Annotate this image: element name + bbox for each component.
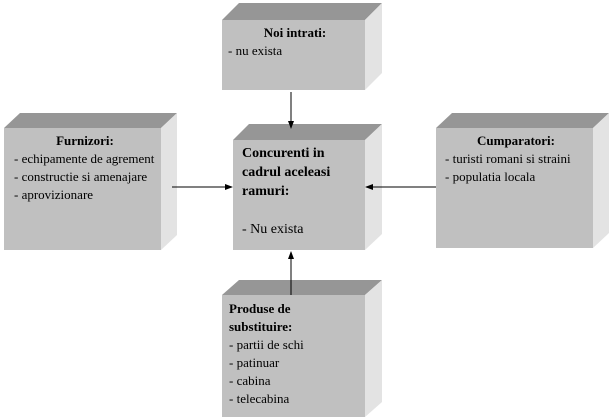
box-competitors-shape xyxy=(233,124,382,250)
box-item: - partii de schi xyxy=(229,337,304,352)
box-suppliers-shape xyxy=(4,113,177,250)
box-item: - Nu exista xyxy=(242,222,304,237)
box-item: - telecabina xyxy=(229,391,290,406)
box-item: - echipamente de agrement xyxy=(14,151,155,166)
box-title: Concurenti in cadrul aceleasi ramuri: xyxy=(242,146,331,199)
box-substitutes: Produse de substituire: - partii de schi… xyxy=(229,300,344,408)
box-suppliers: Furnizori: - echipamente de agrement - c… xyxy=(14,132,156,204)
box-competitors: Concurenti in cadrul aceleasi ramuri: - … xyxy=(242,144,362,239)
box-new-entrants: Noi intrati: - nu exista xyxy=(228,24,362,60)
box-item: - cabina xyxy=(229,373,271,388)
box-title: Produse de substituire: xyxy=(229,301,293,334)
box-item: - turisti romani si straini xyxy=(445,151,571,166)
box-title: Furnizori: xyxy=(56,133,114,148)
box-buyers-shape xyxy=(436,113,609,248)
box-item: - populatia locala xyxy=(445,169,536,184)
box-item: - patinuar xyxy=(229,355,280,370)
box-title: Cumparatori: xyxy=(477,133,555,148)
box-item: - aprovizionare xyxy=(14,187,94,202)
box-item: - nu exista xyxy=(228,43,283,58)
box-title: Noi intrati: xyxy=(263,25,327,40)
box-buyers: Cumparatori: - turisti romani si straini… xyxy=(445,132,587,186)
box-new-entrants-shape xyxy=(222,3,382,90)
box-item: - constructie si amenajare xyxy=(14,169,148,184)
box-substitutes-shape xyxy=(222,280,382,417)
